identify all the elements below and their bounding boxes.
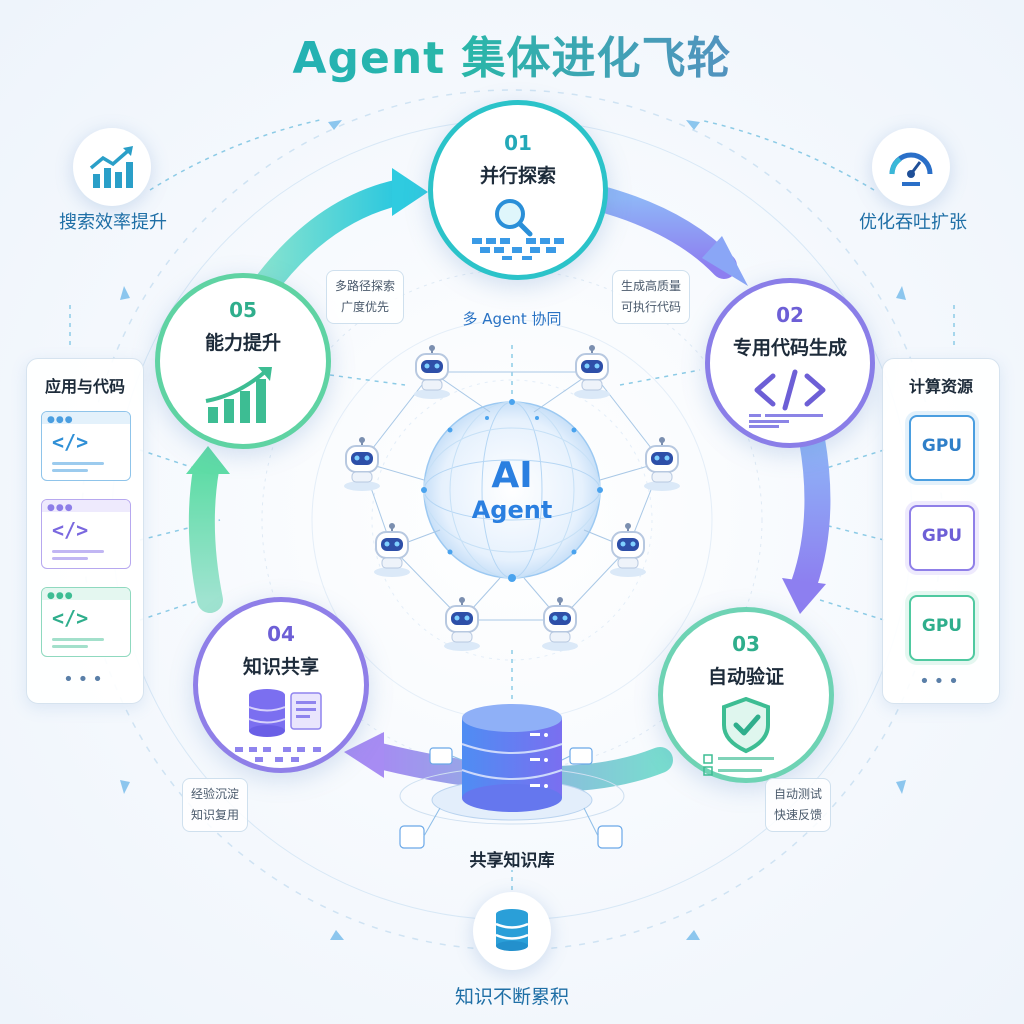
tag-line: 生成高质量	[621, 279, 682, 293]
robot-agent-icon[interactable]	[604, 522, 652, 578]
ai-label: AI	[491, 455, 533, 496]
stage-04-knowledge-sharing[interactable]: 04 知识共享	[193, 597, 369, 773]
ai-agent-core: AI Agent	[412, 455, 612, 524]
tag-line: 广度优先	[341, 300, 390, 314]
robot-agent-icon[interactable]	[408, 344, 456, 400]
stage-03-auto-verification[interactable]: 03 自动验证	[658, 607, 834, 783]
more-indicator[interactable]: •••	[919, 671, 963, 692]
code-symbol: </>	[52, 518, 89, 542]
stage-number: 05	[229, 298, 257, 322]
code-window-card[interactable]: ●●● </>	[41, 499, 131, 569]
panel-title: 计算资源	[908, 377, 973, 396]
stage-label: 自动验证	[707, 666, 784, 688]
stage-number: 02	[776, 303, 804, 327]
stage-05-capability-improvement[interactable]: 05 能力提升	[155, 273, 331, 449]
robot-agent-icon[interactable]	[338, 436, 386, 492]
stage-01-parallel-exploration[interactable]: 01 并行探索	[428, 100, 608, 280]
gpu-chip[interactable]: GPU	[909, 595, 975, 661]
compute-resources-panel: 计算资源 GPU GPU GPU •••	[882, 358, 1000, 704]
robot-agent-icon[interactable]	[536, 596, 584, 652]
shield-check-icon	[703, 697, 774, 776]
growth-chart-icon	[205, 367, 272, 423]
gpu-chip[interactable]: GPU	[909, 505, 975, 571]
knowledge-accumulation-label: 知识不断累积	[454, 986, 569, 1008]
knowledge-accumulation-badge	[473, 892, 551, 970]
panel-title: 应用与代码	[44, 377, 125, 396]
stage-label: 知识共享	[242, 656, 319, 678]
trend-bars-icon	[89, 146, 133, 188]
code-window-card[interactable]: ●●● </>	[41, 587, 131, 657]
magnifier-grid-icon	[472, 199, 564, 260]
tag-exploration-notes: 多路径探索 广度优先	[326, 270, 405, 324]
robot-agent-icon[interactable]	[368, 522, 416, 578]
robot-agent-icon[interactable]	[438, 596, 486, 652]
stage-number: 04	[267, 622, 295, 646]
multi-agent-caption: 多 Agent 协同	[462, 310, 562, 328]
code-brackets-icon	[749, 369, 826, 428]
robot-agent-icon[interactable]	[638, 436, 686, 492]
more-indicator[interactable]: •••	[63, 669, 107, 690]
stage-02-code-generation[interactable]: 02 专用代码生成	[705, 278, 875, 448]
robot-agent-icon[interactable]	[568, 344, 616, 400]
applications-code-panel: 应用与代码 ●●● </> ●●● </> ●●● </> •••	[26, 358, 144, 704]
tag-line: 可执行代码	[621, 300, 682, 314]
tag-line: 自动测试	[774, 787, 823, 801]
stage-number: 03	[732, 632, 760, 656]
gpu-chip[interactable]: GPU	[909, 415, 975, 481]
stage-label: 并行探索	[479, 165, 556, 187]
tag-line: 快速反馈	[774, 808, 823, 822]
tag-verification-notes: 自动测试 快速反馈	[765, 778, 832, 832]
tag-line: 经验沉淀	[191, 787, 240, 801]
tag-codegen-notes: 生成高质量 可执行代码	[612, 270, 691, 324]
speedometer-icon	[889, 152, 933, 186]
agent-sphere	[421, 399, 603, 582]
page-title: Agent 集体进化飞轮	[0, 22, 1024, 86]
tag-line: 多路径探索	[335, 279, 396, 293]
stage-label: 能力提升	[204, 332, 281, 354]
code-symbol: </>	[52, 606, 89, 630]
outer-flow-arrows	[120, 120, 906, 940]
tag-sharing-notes: 经验沉淀 知识复用	[182, 778, 249, 832]
tag-line: 知识复用	[191, 808, 240, 822]
code-symbol: </>	[52, 430, 89, 454]
code-window-card[interactable]: ●●● </>	[41, 411, 131, 481]
search-efficiency-badge	[73, 128, 151, 206]
throughput-label: 优化吞吐扩张	[859, 212, 967, 233]
search-efficiency-label: 搜索效率提升	[59, 212, 167, 233]
stage-label: 专用代码生成	[732, 337, 847, 359]
database-docs-icon	[235, 689, 322, 762]
stage-number: 01	[504, 131, 532, 155]
throughput-badge	[872, 128, 950, 206]
shared-knowledge-base	[399, 704, 625, 849]
knowledge-base-label: 共享知识库	[469, 851, 555, 871]
agent-label: Agent	[471, 496, 553, 524]
database-icon	[495, 909, 529, 951]
